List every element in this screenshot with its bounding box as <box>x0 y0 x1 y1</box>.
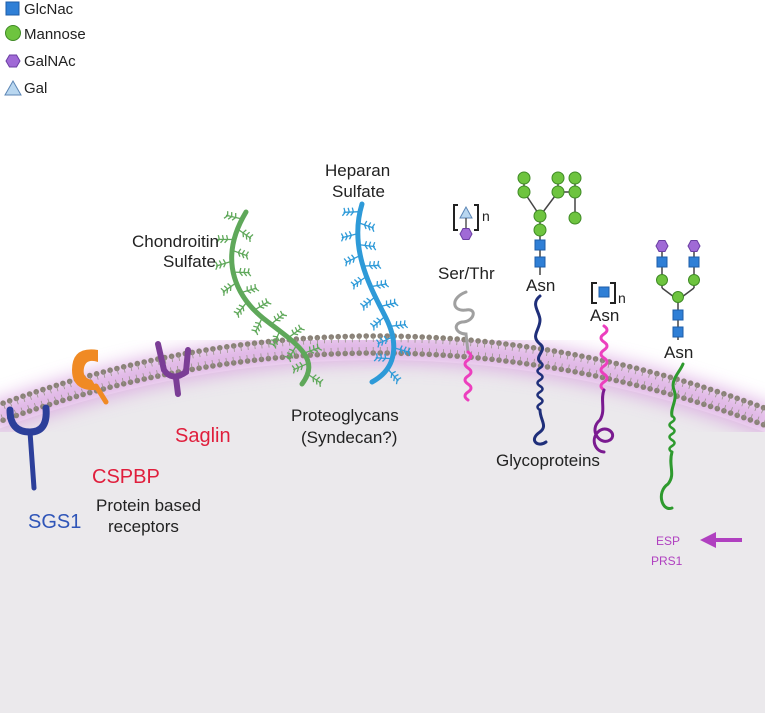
high-mannose-glycoprotein <box>517 171 582 446</box>
proteoglycans-label: Proteoglycans <box>291 406 399 425</box>
heparan-label-line2: Sulfate <box>332 182 385 201</box>
legend: GlcNac Mannose GalNAc Gal <box>4 1 86 97</box>
galnac-hexagon-icon <box>459 228 473 240</box>
polyglcnac-glycoprotein <box>591 282 616 454</box>
asn-label-1: Asn <box>526 276 555 295</box>
saglin-label: Saglin <box>175 425 231 447</box>
lipid-bilayer <box>0 333 765 428</box>
saglin-receptor <box>155 341 191 397</box>
n-subscript-2: n <box>618 290 626 306</box>
cspbp-label: CSPBP <box>92 466 160 488</box>
heparan-label-line1: Heparan <box>325 161 390 180</box>
syndecan-label: (Syndecan?) <box>301 428 397 447</box>
n-subscript-1: n <box>482 208 490 224</box>
esp-prs1-arrow <box>700 532 742 548</box>
glcnac-square-icon <box>5 1 20 16</box>
sgs1-receptor <box>6 404 50 491</box>
gal-triangle-icon <box>459 205 473 219</box>
gal-triangle-icon <box>4 79 22 96</box>
mannose-cluster <box>517 171 582 237</box>
ser-thr-glycoprotein <box>453 204 479 402</box>
asn-label-2: Asn <box>590 306 619 325</box>
mannose-circle-icon <box>5 25 21 41</box>
membrane-glow <box>0 333 765 437</box>
esp-label: ESP <box>656 534 680 548</box>
legend-galnac-label: GalNAc <box>24 53 76 70</box>
asn-label-3: Asn <box>664 343 693 362</box>
legend-mannose-label: Mannose <box>24 26 86 43</box>
glycoproteins-label: Glycoproteins <box>496 451 600 470</box>
sgs1-label: SGS1 <box>28 511 81 533</box>
ser-thr-label: Ser/Thr <box>438 264 495 283</box>
galnac-hexagon-icon <box>5 54 21 68</box>
chondroitin-label-line2: Sulfate <box>163 252 216 271</box>
legend-gal-label: Gal <box>24 80 47 97</box>
prs1-label: PRS1 <box>651 554 683 568</box>
heparan-sulfate-chain <box>340 201 411 385</box>
glcnac-square-icon <box>598 286 610 298</box>
protein-based-label: Protein based <box>96 496 201 515</box>
cell-interior <box>0 360 765 713</box>
complex-glycoprotein <box>655 240 701 510</box>
legend-glcnac-label: GlcNac <box>24 1 74 18</box>
chondroitin-sulfate-chain <box>214 209 324 387</box>
cspbp-receptor <box>72 349 109 405</box>
chondroitin-label-line1: Chondroitin <box>132 232 219 251</box>
receptors-label: receptors <box>108 517 179 536</box>
